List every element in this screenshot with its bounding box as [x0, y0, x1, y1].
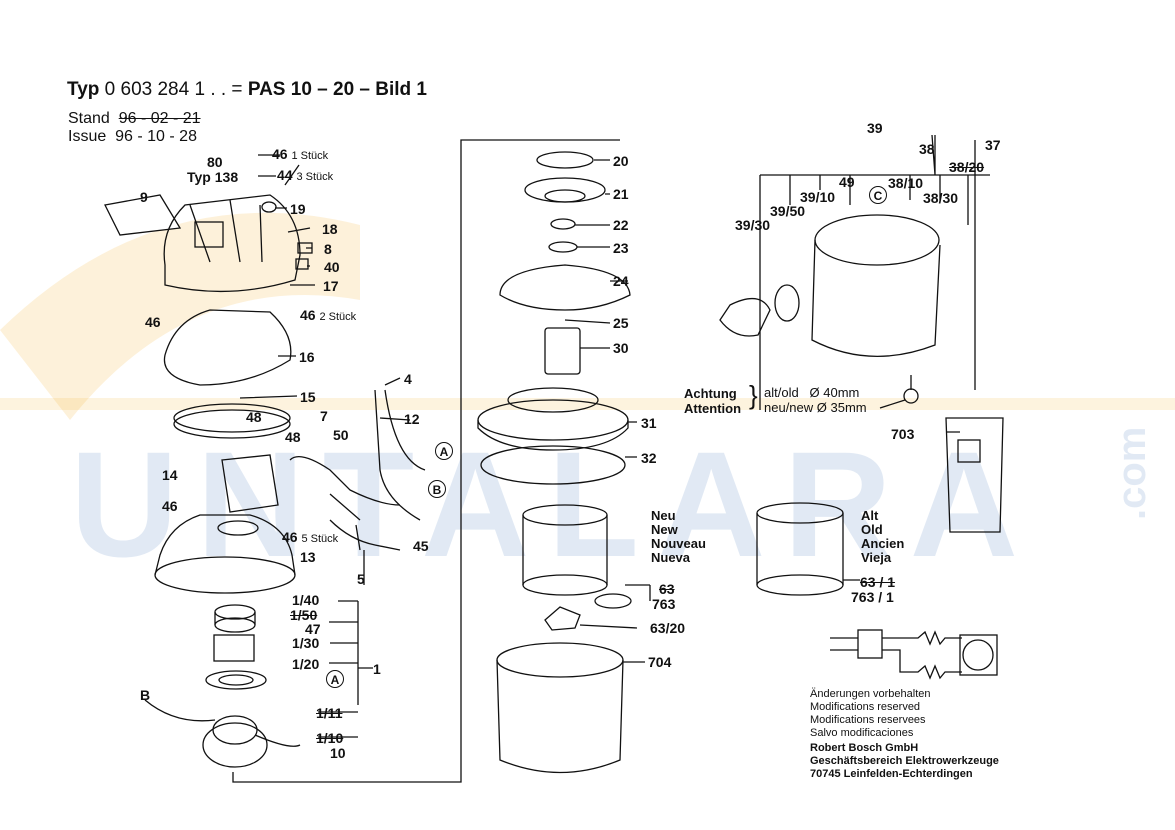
callout-40: 40 — [324, 259, 340, 275]
callout-48-b: 48 — [285, 429, 301, 445]
callout-38: 38 — [919, 141, 935, 157]
callout-38-20: 38/20 — [949, 159, 985, 175]
marker-b-top: B — [428, 480, 446, 498]
callout-39-10: 39/10 — [800, 189, 836, 205]
callout-63-1: 63 / 1 — [860, 574, 896, 590]
callout-10: 10 — [330, 745, 346, 761]
marker-a-bottom: A — [326, 670, 344, 688]
label-new-fr: Nouveau — [651, 536, 706, 551]
callout-763-1: 763 / 1 — [851, 589, 894, 605]
callout-704: 704 — [648, 654, 672, 670]
callout-32: 32 — [641, 450, 657, 466]
callout-31: 31 — [641, 415, 657, 431]
callout-7: 7 — [320, 408, 328, 424]
callout-80: 80 — [207, 154, 223, 170]
callout-50: 50 — [333, 427, 349, 443]
callout-30: 30 — [613, 340, 629, 356]
callout-1: 1 — [373, 661, 381, 677]
callout-38-10: 38/10 — [888, 175, 924, 191]
callout-37: 37 — [985, 137, 1001, 153]
callout-63-20: 63/20 — [650, 620, 686, 636]
attention-attention: Attention — [684, 401, 742, 416]
label-new-de: Neu — [651, 508, 676, 523]
callout-1-50: 1/50 — [290, 607, 318, 623]
issue-row: Issue 96 - 10 - 28 — [68, 128, 197, 145]
callout-17: 17 — [323, 278, 339, 294]
label-new-en: New — [651, 522, 678, 537]
callout-16: 16 — [299, 349, 315, 365]
callout-47: 47 — [305, 621, 321, 637]
callout-25: 25 — [613, 315, 629, 331]
callout-21: 21 — [613, 186, 629, 202]
note-line-en: Modifications reserved — [810, 701, 921, 713]
callout-39-50: 39/50 — [770, 203, 806, 219]
marker-c: C — [869, 186, 887, 204]
company-division: Geschäftsbereich Elektrowerkzeuge — [810, 755, 999, 767]
callout-48-a: 48 — [246, 409, 262, 425]
note-line-fr: Modifications reservees — [810, 714, 926, 726]
callout-1-20: 1/20 — [292, 656, 320, 672]
attention-new: neu/new Ø 35mm — [764, 400, 867, 415]
callout-39: 39 — [867, 120, 883, 136]
callout-1-40: 1/40 — [292, 592, 320, 608]
callout-15: 15 — [300, 389, 316, 405]
callout-8: 8 — [324, 241, 332, 257]
callout-46-1: 46 1 Stück — [272, 146, 329, 162]
callout-38-30: 38/30 — [923, 190, 959, 206]
callout-19: 19 — [290, 201, 306, 217]
callout-63: 63 — [659, 581, 675, 597]
callout-1-10: 1/10 — [316, 730, 344, 746]
callout-4: 4 — [404, 371, 412, 387]
callout-46-d: 46 — [162, 498, 178, 514]
callout-49: 49 — [839, 174, 855, 190]
page-title: Typ 0 603 284 1 . . = PAS 10 – 20 – Bild… — [67, 79, 427, 100]
marker-b-bottom: B — [140, 687, 151, 703]
callout-46-2: 46 2 Stück — [300, 307, 357, 323]
callout-1-30: 1/30 — [292, 635, 320, 651]
callout-703: 703 — [891, 426, 915, 442]
callout-typ-138: Typ 138 — [187, 169, 239, 185]
callout-5: 5 — [357, 571, 365, 587]
watermark-text: UNTALARA — [70, 420, 1037, 588]
note-line-es: Salvo modificaciones — [810, 727, 914, 739]
callout-12: 12 — [404, 411, 420, 427]
company-name: Robert Bosch GmbH — [810, 742, 919, 754]
label-new-es: Nueva — [651, 550, 691, 565]
label-old-en: Old — [861, 522, 883, 537]
attention-achtung: Achtung — [684, 386, 737, 401]
attention-old: alt/old Ø 40mm — [764, 385, 860, 400]
callout-46-5: 46 5 Stück — [282, 529, 339, 545]
label-old-fr: Ancien — [861, 536, 905, 551]
company-address: 70745 Leinfelden-Echterdingen — [810, 768, 973, 780]
callout-46-b: 46 — [145, 314, 161, 330]
callout-14: 14 — [162, 467, 178, 483]
callout-44: 44 3 Stück — [277, 167, 334, 183]
callout-45: 45 — [413, 538, 429, 554]
note-line-de: Änderungen vorbehalten — [810, 688, 931, 700]
callout-22: 22 — [613, 217, 629, 233]
callout-13: 13 — [300, 549, 316, 565]
callout-20: 20 — [613, 153, 629, 169]
stand-row: Stand 96 - 02 - 21 — [68, 110, 201, 127]
callout-763: 763 — [652, 596, 676, 612]
callout-18: 18 — [322, 221, 338, 237]
callout-39-30: 39/30 — [735, 217, 771, 233]
callout-1-11: 1/11 — [316, 705, 343, 721]
callout-23: 23 — [613, 240, 629, 256]
attention-brace: } — [749, 380, 758, 410]
marker-a-top: A — [435, 442, 453, 460]
callout-24: 24 — [613, 273, 629, 289]
label-old-es: Vieja — [861, 550, 892, 565]
label-old-de: Alt — [861, 508, 879, 523]
callout-9: 9 — [140, 189, 148, 205]
